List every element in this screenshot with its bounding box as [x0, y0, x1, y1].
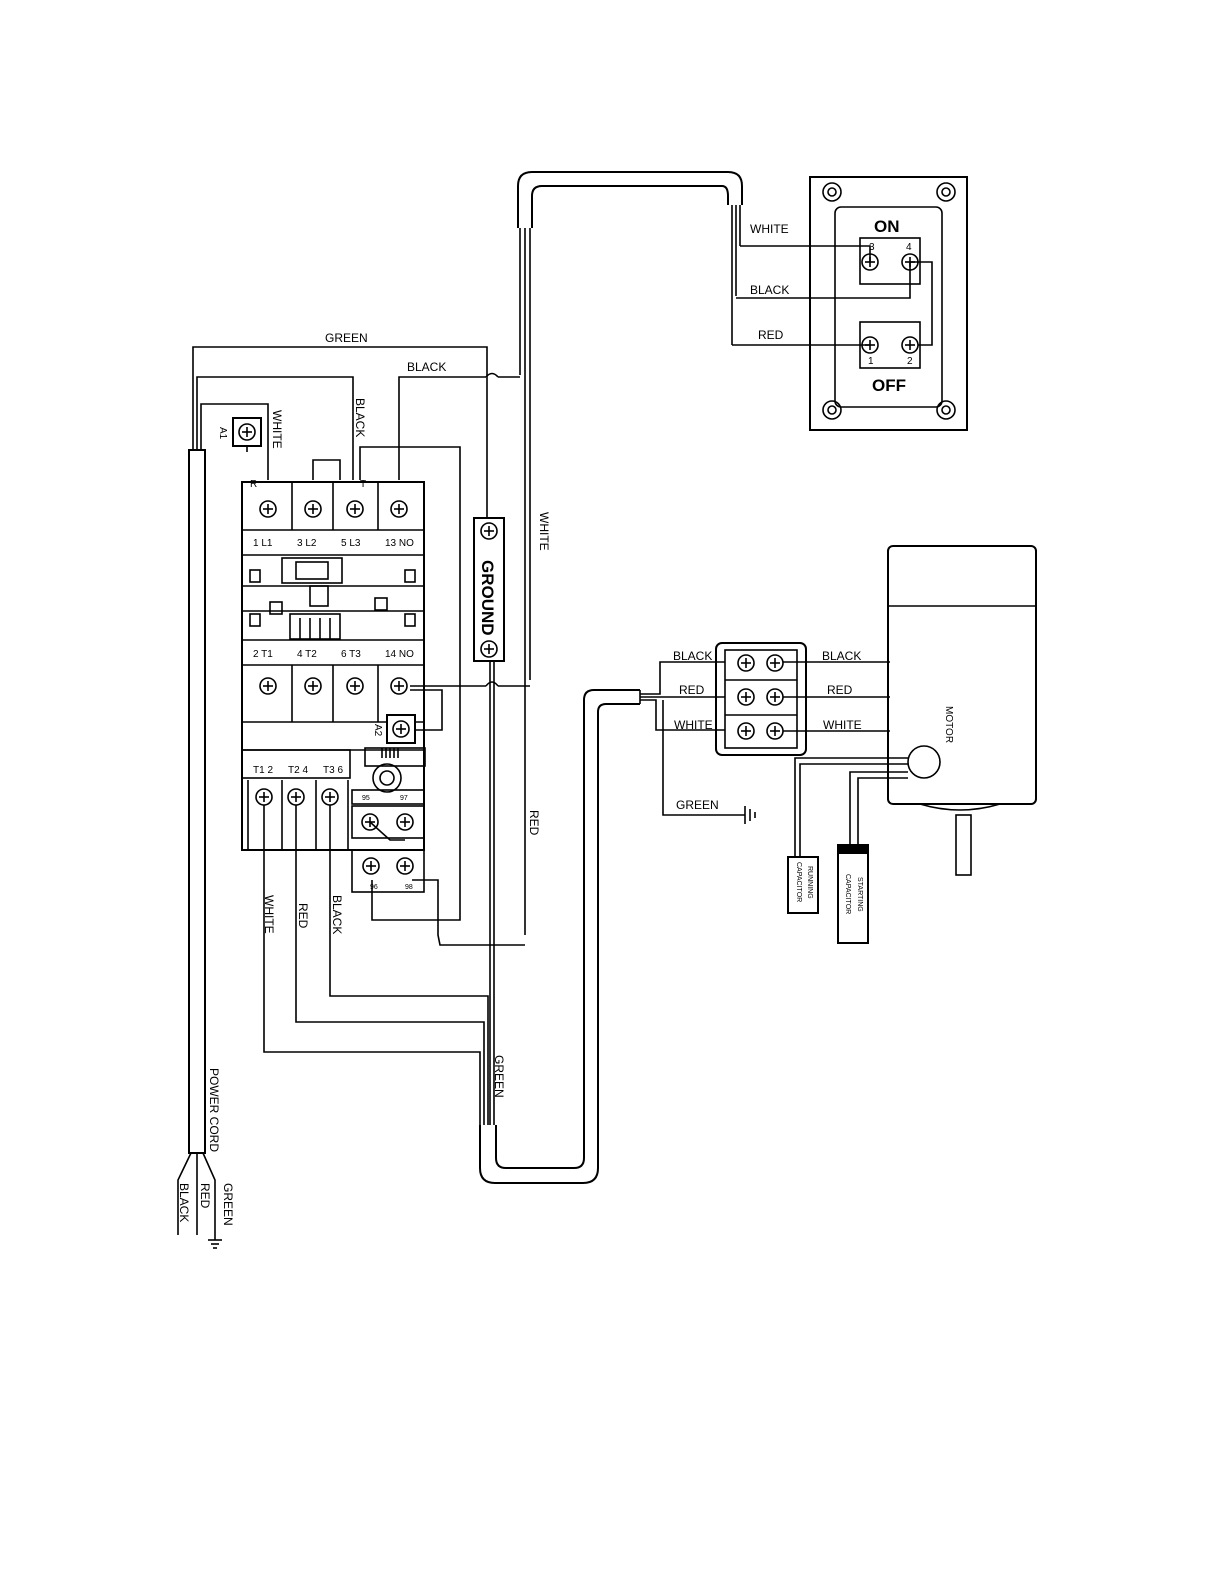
- output-green-label: GREEN: [492, 1055, 506, 1098]
- overload-t1-label: T1 2: [253, 765, 273, 776]
- switch-black-label: BLACK: [750, 283, 789, 297]
- terminal-1-l1: 1 L1: [253, 538, 273, 549]
- switch-red-label: RED: [758, 328, 784, 342]
- svg-text:STARTING: STARTING: [856, 877, 863, 912]
- terminal-r-label: R: [250, 479, 257, 490]
- motor-label: MOTOR: [943, 706, 954, 743]
- ground-label: GROUND: [478, 560, 497, 636]
- power-cord-label: POWER CORD: [207, 1068, 221, 1152]
- overload-relay: T1 2 T2 4 T3 6 95 97 96 98: [242, 748, 425, 892]
- motor-black-label: BLACK: [822, 649, 861, 663]
- motor-white-label: WHITE: [823, 718, 862, 732]
- running-capacitor: RUNNING CAPACITOR: [788, 857, 818, 913]
- output-red-label: RED: [296, 903, 310, 929]
- on-off-switch: ON 3 4 1 2 OFF: [810, 177, 967, 430]
- aux-98-label: 98: [405, 884, 413, 891]
- cord-green-label: GREEN: [221, 1183, 235, 1226]
- motor: MOTOR: [795, 546, 1036, 875]
- coil-a1-label: A1: [217, 427, 228, 440]
- contactor-white-label: WHITE: [270, 410, 284, 449]
- terminal-5-l3: 5 L3: [341, 538, 361, 549]
- ground-bar: GROUND: [474, 518, 504, 661]
- cable-black-label: BLACK: [673, 649, 712, 663]
- overload-t2-label: T2 4: [288, 765, 308, 776]
- switch-terminal-2: 2: [907, 356, 913, 367]
- switch-off-label: OFF: [872, 376, 906, 395]
- terminal-2-t1: 2 T1: [253, 649, 273, 660]
- switch-white-label: WHITE: [750, 222, 789, 236]
- terminal-4-t2: 4 T2: [297, 649, 317, 660]
- motor-red-label: RED: [827, 683, 853, 697]
- output-black-label: BLACK: [330, 895, 344, 934]
- top-green-label: GREEN: [325, 331, 368, 345]
- cable-white-label: WHITE: [537, 512, 551, 551]
- output-white-label: WHITE: [262, 895, 276, 934]
- motor-terminal-block: [716, 643, 890, 755]
- overload-t3-label: T3 6: [323, 765, 343, 776]
- switch-terminal-1: 1: [868, 356, 874, 367]
- terminal-6-t3: 6 T3: [341, 649, 361, 660]
- switch-on-label: ON: [874, 217, 900, 236]
- contactor-black-label: BLACK: [353, 398, 367, 437]
- switch-cable: [518, 172, 910, 935]
- svg-text:RUNNING: RUNNING: [806, 866, 813, 899]
- cord-red-label: RED: [198, 1183, 212, 1209]
- cable-red-label-motor: RED: [679, 683, 705, 697]
- aux-95-label: 95: [362, 795, 370, 802]
- cord-black-label: BLACK: [177, 1183, 191, 1222]
- terminal-14-no: 14 NO: [385, 649, 414, 660]
- aux-96-label: 96: [370, 884, 378, 891]
- motor-cable: [480, 662, 755, 1183]
- svg-text:CAPACITOR: CAPACITOR: [844, 874, 851, 914]
- aux-97-label: 97: [400, 795, 408, 802]
- switch-terminal-4: 4: [906, 242, 912, 253]
- motor-ground-green-label: GREEN: [676, 798, 719, 812]
- cable-white-label-motor: WHITE: [674, 718, 713, 732]
- terminal-3-l2: 3 L2: [297, 538, 317, 549]
- top-black-label: BLACK: [407, 360, 446, 374]
- cable-red-label: RED: [527, 810, 541, 836]
- svg-text:CAPACITOR: CAPACITOR: [795, 862, 802, 902]
- terminal-t-label: T: [360, 479, 366, 490]
- starting-capacitor: STARTING CAPACITOR: [838, 845, 868, 943]
- coil-a2-label: A2: [372, 724, 383, 737]
- terminal-13-no: 13 NO: [385, 538, 414, 549]
